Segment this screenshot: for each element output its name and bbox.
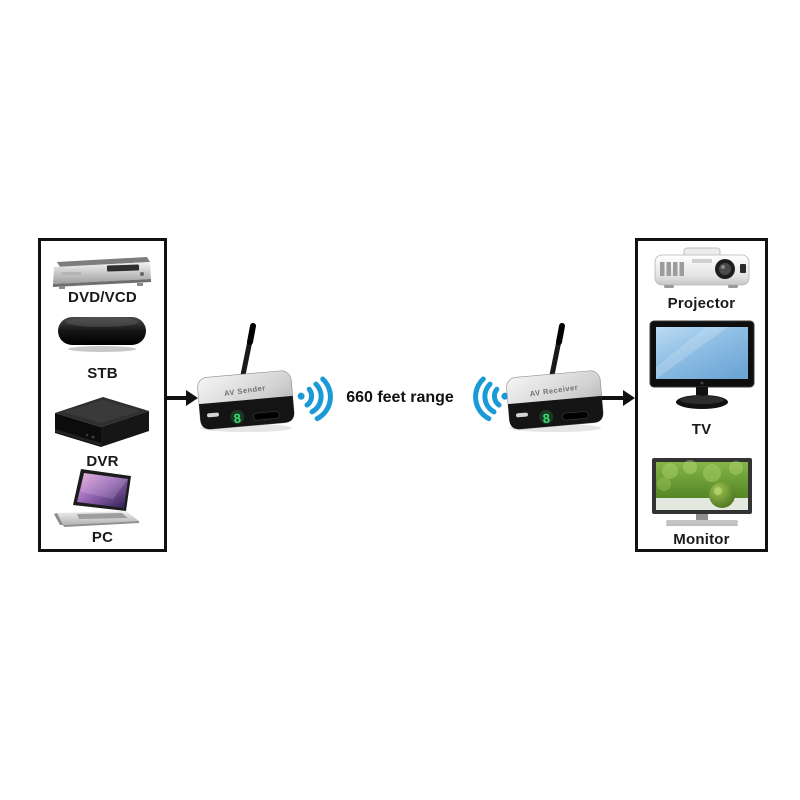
sources-box: DVD/VCD STB [38,238,167,552]
displays-box: Projector TV [635,238,768,552]
brand-logo-blob [207,412,219,418]
dvd-player-graphic [53,257,151,289]
dvr-graphic [55,397,149,447]
display-label-monitor: Monitor [673,531,730,548]
arrow-head-icon [623,390,635,406]
set-top-box-graphic [58,317,146,352]
av-receiver-graphic: AV Receiver 8 [506,323,604,432]
display-label-projector: Projector [667,295,736,312]
range-label: 660 feet range [346,389,454,406]
monitor-graphic [652,458,752,526]
projector-graphic [654,247,750,288]
av-transmitter-graphic: AV Sender 8 [197,323,295,432]
display-label-tv: TV [691,421,712,438]
source-label-dvr: DVR [86,453,119,470]
projector-icon [650,247,754,293]
dvr-icon [49,391,155,453]
dvd-player-icon [49,253,155,291]
receiver-channel-display: 8 [542,411,551,427]
source-label-stb: STB [87,365,118,382]
brand-logo-blob [516,412,528,418]
laptop-graphic [54,469,139,527]
source-label-dvd: DVD/VCD [68,289,137,306]
wifi-signal-left-icon [472,374,512,422]
arrow-stem [602,396,624,400]
av-transmitter: AV Sender 8 [196,318,296,432]
tv-icon [648,319,756,411]
arrow-stem [166,396,188,400]
monitor-icon [650,457,754,529]
av-receiver: AV Receiver 8 [505,318,605,432]
arrow-head-icon [186,390,198,406]
set-top-box-icon [55,311,149,353]
laptop-icon [51,469,153,527]
tv-graphic [649,320,755,409]
transmitter-channel-display: 8 [233,411,242,427]
source-label-pc: PC [91,529,114,546]
wifi-signal-right-icon [294,374,334,422]
